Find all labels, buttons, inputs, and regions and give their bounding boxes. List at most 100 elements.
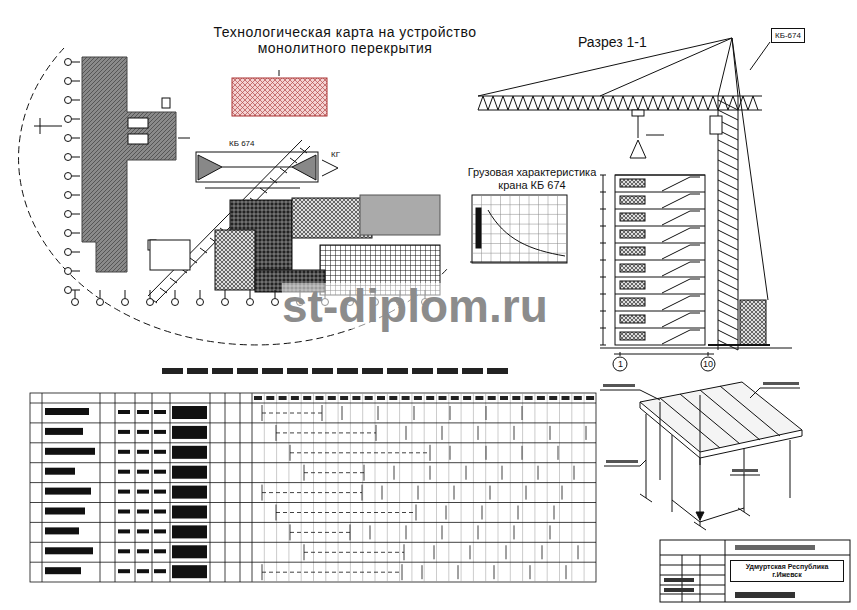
drawing-line: [728, 96, 733, 110]
drawing-line: [439, 396, 447, 400]
drawing-line: [615, 175, 705, 345]
drawing-line: [328, 396, 336, 400]
drawing-line: [513, 96, 518, 110]
drawing-line: [291, 396, 299, 400]
drawing-line: [279, 70, 280, 76]
drawing-line: [620, 247, 645, 255]
drawing-line: [662, 296, 690, 310]
drawing-line: [466, 466, 467, 480]
drawing-line: [45, 547, 93, 554]
drawing-line: [615, 328, 705, 329]
drawing-line: [525, 396, 533, 400]
drawing-line: [660, 402, 661, 480]
drawing-line: [710, 116, 722, 134]
drawing-line: [292, 155, 316, 180]
drawing-line: [614, 354, 714, 355]
drawing-line: [718, 250, 738, 260]
drawing-line: [662, 194, 690, 208]
drawing-line: [122, 299, 129, 306]
drawing-line: [262, 564, 263, 580]
drawing-line: [430, 466, 431, 480]
drawing-line: [476, 208, 481, 248]
drawing-line: [615, 260, 705, 261]
drawing-line: [118, 549, 130, 553]
drawing-line: [518, 506, 519, 520]
drawing-line: [620, 179, 645, 187]
drawing-line: [370, 525, 371, 539]
drawing-line: [399, 393, 400, 582]
drawing-line: [178, 138, 190, 139]
drawing-line: [630, 140, 646, 158]
drawing-line: [65, 135, 72, 142]
drawing-line: [118, 569, 130, 573]
drawing-line: [600, 277, 606, 278]
drawing-line: [538, 195, 539, 263]
drawing-line: [718, 170, 738, 180]
drawing-line: [135, 393, 136, 582]
drawing-line: [342, 406, 343, 420]
drawing-line: [508, 96, 513, 110]
drawing-line: [416, 505, 417, 521]
drawing-line: [137, 490, 149, 494]
drawing-line: [275, 290, 276, 298]
drawing-line: [394, 466, 395, 480]
drawing-line: [510, 393, 511, 582]
drawing-line: [406, 426, 407, 440]
drawing-line: [615, 311, 705, 312]
drawing-line: [402, 564, 403, 580]
drawing-line: [301, 393, 302, 582]
drawing-line: [362, 393, 363, 582]
drawing-line: [172, 446, 207, 459]
drawing-line: [548, 96, 553, 110]
drawing-line: [646, 414, 647, 498]
drawing-line: [472, 204, 567, 205]
drawing-line: [65, 211, 72, 218]
drawing-line: [563, 96, 568, 110]
drawing-line: [387, 393, 388, 582]
drawing-line: [696, 512, 704, 520]
drawing-line: [290, 452, 430, 453]
drawing-line: [557, 195, 558, 263]
drawing-line: [700, 508, 744, 522]
drawing-line: [338, 393, 339, 582]
drawing-line: [743, 96, 748, 110]
drawing-line: [137, 470, 149, 474]
drawing-line: [442, 426, 443, 440]
drawing-line: [30, 562, 596, 563]
drawing-line: [700, 395, 701, 465]
drawing-line: [426, 396, 434, 400]
drawing-line: [377, 396, 385, 400]
drawing-line: [593, 96, 598, 110]
drawing-line: [600, 345, 606, 346]
drawing-line: [600, 175, 606, 345]
drawing-line: [763, 382, 799, 385]
drawing-line: [247, 299, 254, 306]
drawing-line: [615, 209, 705, 210]
drawing-line: [523, 96, 528, 110]
drawing-line: [430, 445, 431, 461]
drawing-line: [232, 78, 327, 116]
drawing-line: [100, 393, 101, 582]
drawing-line: [402, 396, 410, 400]
drawing-line: [620, 281, 645, 289]
drawing-line: [542, 545, 543, 559]
drawing-line: [493, 96, 498, 110]
drawing-line: [578, 96, 583, 110]
drawing-line: [72, 81, 80, 82]
drawing-line: [718, 220, 738, 230]
drawing-line: [725, 540, 726, 602]
drawing-line: [566, 565, 567, 579]
drawing-line: [45, 527, 79, 534]
watermark: st-diplom.ru: [282, 283, 548, 329]
drawing-line: [688, 96, 693, 110]
drawing-line: [262, 368, 283, 374]
drawing-line: [147, 299, 154, 306]
drawing-line: [72, 252, 80, 253]
drawing-line: [150, 240, 190, 270]
drawing-line: [287, 368, 308, 374]
drawing-line: [615, 192, 705, 193]
drawing-line: [172, 299, 179, 306]
drawing-line: [700, 555, 701, 602]
drawing-line: [490, 486, 491, 500]
drawing-line: [735, 592, 795, 598]
